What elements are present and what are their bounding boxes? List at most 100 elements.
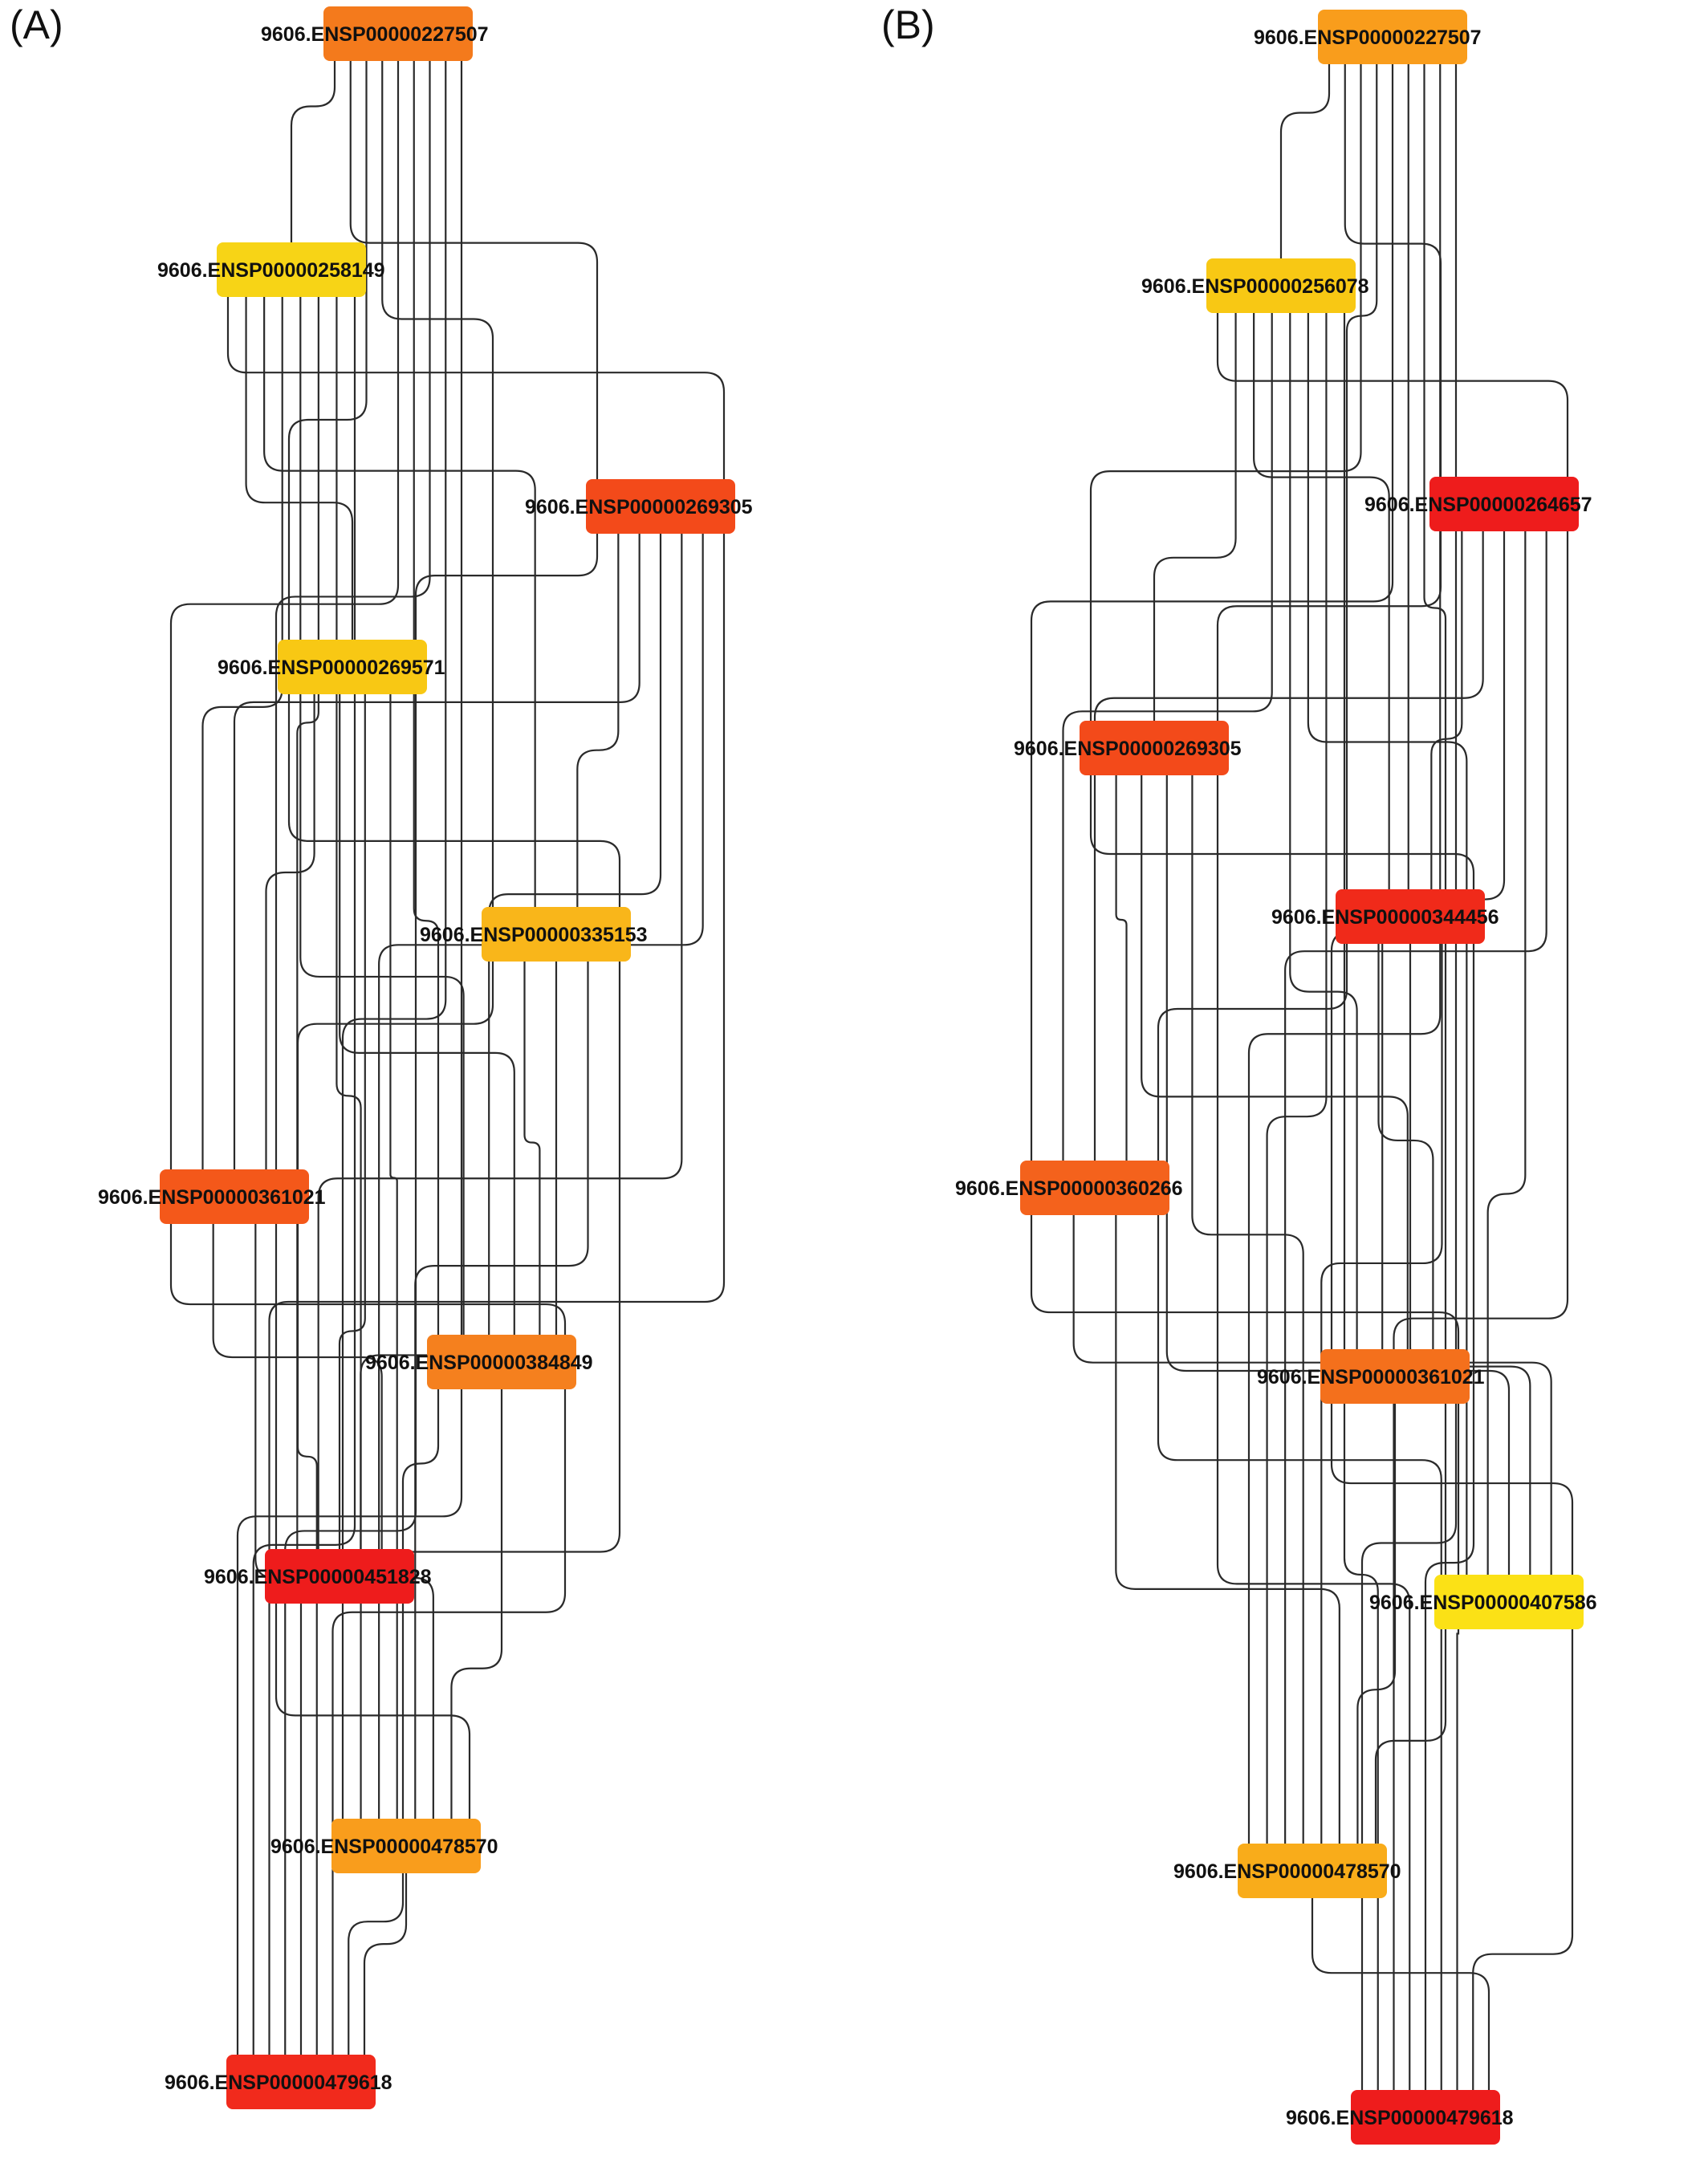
edge	[1089, 775, 1475, 889]
node-label: 9606.ENSP00000478570	[1173, 1860, 1401, 1883]
node-label: 9606.ENSP00000361021	[1257, 1366, 1485, 1389]
network-node[interactable]: 9606.ENSP00000451828	[204, 1549, 432, 1604]
network-node[interactable]: 9606.ENSP00000269305	[525, 479, 753, 534]
node-box	[1429, 477, 1579, 531]
edge	[389, 694, 398, 1819]
edge	[1089, 64, 1362, 721]
edge	[169, 1224, 567, 1335]
network-node[interactable]: 9606.ENSP00000407586	[1369, 1575, 1597, 1629]
edge	[1430, 531, 1463, 889]
network-node[interactable]: 9606.ENSP00000227507	[1254, 10, 1482, 64]
panel-a-edges	[169, 61, 726, 2055]
node-box	[1318, 10, 1467, 64]
network-node[interactable]: 9606.ENSP00000360266	[955, 1161, 1183, 1215]
network-node[interactable]: 9606.ENSP00000256078	[1141, 258, 1369, 313]
edge	[201, 297, 283, 1169]
edge	[317, 534, 683, 1549]
edge	[1377, 944, 1434, 1349]
edge	[1330, 64, 1409, 1349]
edge	[254, 1224, 434, 1819]
edge	[576, 534, 620, 907]
edge	[488, 534, 662, 1335]
edge	[287, 61, 368, 640]
edge	[287, 694, 621, 907]
edge	[1266, 313, 1328, 1844]
edge	[1216, 313, 1569, 477]
node-box	[1020, 1161, 1169, 1215]
edge	[414, 962, 589, 1819]
edge	[331, 1389, 567, 2055]
panel-a-nodes: 9606.ENSP00000227507 9606.ENSP00000258149…	[98, 6, 753, 2109]
edge	[236, 61, 463, 2055]
edge	[1062, 313, 1273, 1161]
network-node[interactable]: 9606.ENSP00000227507	[261, 6, 489, 61]
node-box	[278, 640, 427, 694]
node-label: 9606.ENSP00000384849	[365, 1352, 593, 1374]
edge	[274, 1604, 471, 1819]
edge	[1320, 944, 1443, 1844]
network-node[interactable]: 9606.ENSP00000344456	[1271, 889, 1499, 944]
edge	[1289, 313, 1358, 1349]
panel-b-nodes: 9606.ENSP00000227507 9606.ENSP00000256078…	[955, 10, 1597, 2145]
node-box	[427, 1335, 576, 1389]
network-node[interactable]: 9606.ENSP00000478570	[1173, 1844, 1401, 1898]
node-label: 9606.ENSP00000360266	[955, 1177, 1183, 1200]
edge	[381, 61, 494, 907]
edge	[245, 297, 354, 640]
edge	[1374, 1629, 1447, 1844]
edge	[1216, 531, 1442, 721]
edge	[1330, 1404, 1574, 1575]
edge	[265, 694, 315, 1169]
network-node[interactable]: 9606.ENSP00000479618	[1286, 2090, 1514, 2145]
edge	[1115, 775, 1128, 1161]
edge	[341, 61, 447, 1819]
network-node[interactable]: 9606.ENSP00000361021	[98, 1169, 326, 1224]
edge	[296, 297, 319, 1549]
network-node[interactable]: 9606.ENSP00000478570	[270, 1819, 498, 1873]
network-node[interactable]: 9606.ENSP00000269571	[218, 640, 445, 694]
edge	[339, 694, 515, 1335]
edge	[1423, 64, 1447, 1575]
network-node[interactable]: 9606.ENSP00000258149	[157, 242, 385, 297]
edge	[1279, 64, 1331, 258]
node-label: 9606.ENSP00000479618	[165, 2072, 392, 2094]
edge	[336, 297, 362, 1819]
edge	[1157, 1215, 1442, 2090]
node-box	[1206, 258, 1356, 313]
network-node[interactable]: 9606.ENSP00000335153	[420, 907, 648, 962]
node-label: 9606.ENSP00000269305	[1014, 738, 1242, 760]
network-node[interactable]: 9606.ENSP00000384849	[365, 1335, 593, 1389]
node-label: 9606.ENSP00000269305	[525, 496, 753, 518]
edge	[1360, 64, 1458, 2090]
node-label: 9606.ENSP00000258149	[157, 259, 385, 282]
edge	[1356, 1404, 1397, 1844]
edge	[169, 61, 400, 1169]
edge	[1345, 64, 1378, 889]
edge	[1093, 531, 1484, 1161]
node-box	[1320, 1349, 1470, 1404]
edge	[338, 694, 366, 1549]
edge	[1153, 313, 1237, 721]
node-box	[1336, 889, 1485, 944]
network-node[interactable]: 9606.ENSP00000361021	[1257, 1349, 1485, 1404]
edge	[296, 962, 494, 1169]
edge	[1424, 944, 1475, 2090]
edge	[1472, 1629, 1574, 2090]
node-label: 9606.ENSP00000407586	[1369, 1592, 1597, 1614]
network-node[interactable]: 9606.ENSP00000264657	[1364, 477, 1592, 531]
network-node[interactable]: 9606.ENSP00000479618	[165, 2055, 392, 2109]
edge	[450, 1389, 503, 1819]
edge	[1486, 531, 1527, 1575]
edge	[1311, 1898, 1490, 2090]
edge	[349, 61, 599, 479]
node-box	[1080, 721, 1229, 775]
edge	[413, 61, 440, 1335]
edge	[299, 297, 465, 1335]
panel-b-edges	[1030, 64, 1574, 2090]
network-node[interactable]: 9606.ENSP00000269305	[1014, 721, 1242, 775]
edge	[263, 297, 536, 907]
node-label: 9606.ENSP00000227507	[261, 23, 489, 46]
node-box	[331, 1819, 481, 1873]
edge	[296, 1224, 318, 2055]
